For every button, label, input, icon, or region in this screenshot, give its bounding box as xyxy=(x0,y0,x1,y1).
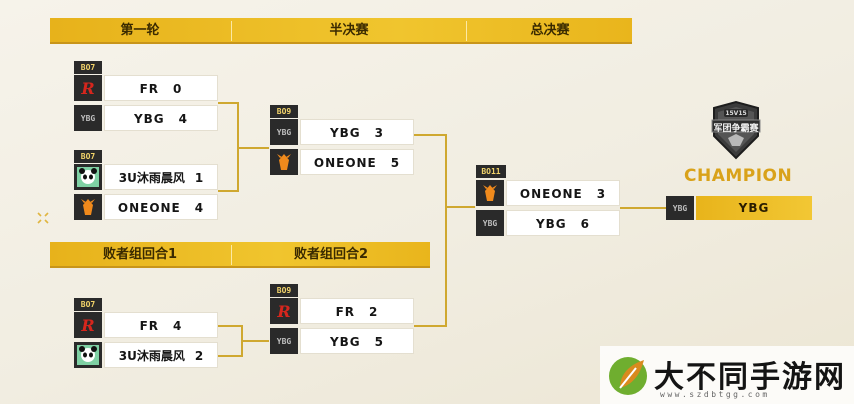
team-score: 2 xyxy=(194,349,204,363)
fr-logo-icon: R xyxy=(74,75,102,101)
match-format-badge: BO9 xyxy=(270,105,298,118)
team-score: 2 xyxy=(369,305,379,319)
panda-logo-icon xyxy=(74,164,102,190)
header-divider xyxy=(231,245,232,265)
header-divider xyxy=(466,21,467,41)
team-score: 0 xyxy=(173,82,183,96)
fr-logo-icon: R xyxy=(74,312,102,338)
team-score: 4 xyxy=(173,319,183,333)
oneone-logo-icon xyxy=(74,194,102,220)
team-score: 3 xyxy=(596,187,607,201)
ybg-logo-icon: YBG xyxy=(666,196,694,220)
ybg-logo-icon: YBG xyxy=(476,210,504,236)
match-format-badge: BO9 xyxy=(270,284,298,297)
sparkle-icon xyxy=(36,210,50,224)
leaf-logo-icon xyxy=(606,350,652,398)
bracket-line xyxy=(218,325,242,327)
header-losers1: 败者组回合1 xyxy=(102,247,178,262)
bracket-line xyxy=(620,207,666,209)
oneone-logo-icon xyxy=(476,180,504,206)
ybg-logo-icon: YBG xyxy=(270,119,298,145)
header-finals: 总决赛 xyxy=(530,23,570,38)
bracket-line xyxy=(218,190,238,192)
team-score: 4 xyxy=(178,112,189,126)
tournament-badge-icon: 15V15 军团争霸赛 xyxy=(704,100,768,160)
team-score: 1 xyxy=(194,171,204,185)
bracket-line xyxy=(237,147,269,149)
ybg-logo-icon: YBG xyxy=(74,105,102,131)
bracket-line xyxy=(414,134,446,136)
badge-top-text: 15V15 xyxy=(725,110,747,117)
header-bar-main: 第一轮 半决赛 总决赛 xyxy=(50,18,632,44)
bracket-line xyxy=(445,206,475,208)
bracket-line xyxy=(218,355,242,357)
match-format-badge: BO7 xyxy=(74,150,102,163)
bracket-line xyxy=(414,325,446,327)
team-score: 5 xyxy=(390,156,401,170)
bracket-line xyxy=(445,134,447,327)
header-divider xyxy=(231,21,232,41)
panda-logo-icon xyxy=(74,342,102,368)
match-format-badge: BO7 xyxy=(74,298,102,311)
oneone-logo-icon xyxy=(270,149,298,175)
champion-team-name: YBG xyxy=(696,196,812,220)
team-score: 4 xyxy=(194,201,205,215)
team-score: 5 xyxy=(374,335,385,349)
header-semis: 半决赛 xyxy=(329,23,369,38)
match-format-badge: BO11 xyxy=(476,165,506,178)
champion-title: CHAMPION xyxy=(684,166,793,186)
watermark-title: 大不同手游网 xyxy=(654,360,846,395)
team-score: 3 xyxy=(374,126,385,140)
header-losers2: 败者组回合2 xyxy=(293,247,369,262)
bracket-line xyxy=(241,340,269,342)
header-round1: 第一轮 xyxy=(120,23,160,38)
badge-title-text: 军团争霸赛 xyxy=(713,124,759,134)
team-score: 6 xyxy=(580,217,591,231)
bracket-line xyxy=(218,102,238,104)
fr-logo-icon: R xyxy=(270,298,298,324)
watermark-url: www.szdbtgg.com xyxy=(660,390,770,399)
ybg-logo-icon: YBG xyxy=(270,328,298,354)
header-bar-losers: 败者组回合1 败者组回合2 xyxy=(50,242,430,268)
match-format-badge: BO7 xyxy=(74,61,102,74)
